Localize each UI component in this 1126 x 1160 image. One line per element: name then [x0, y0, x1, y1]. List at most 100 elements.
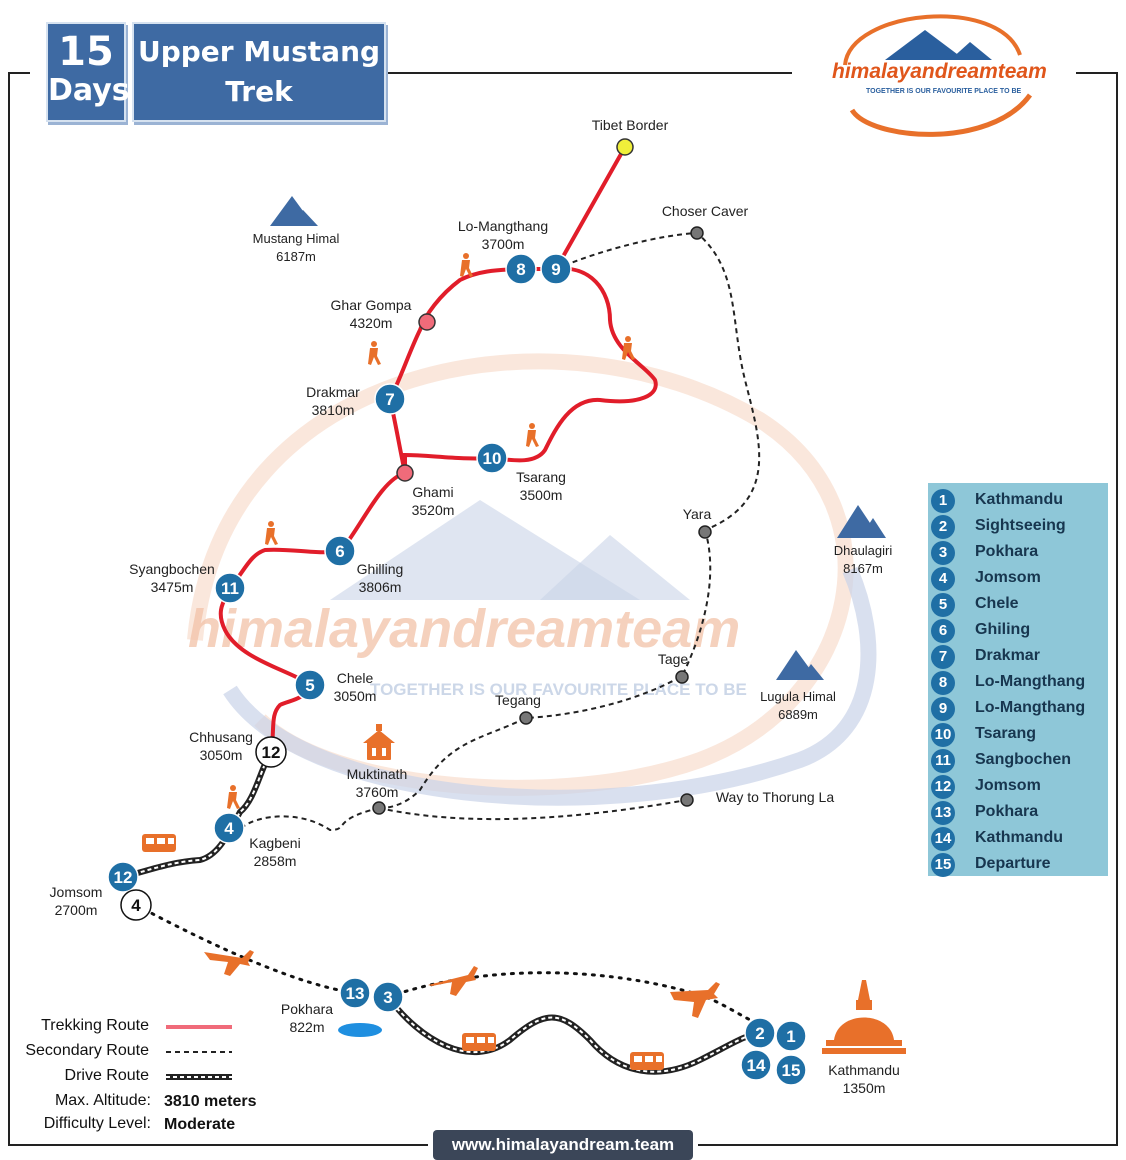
label-tibet-border: Tibet Border — [591, 117, 669, 133]
key-trekking: Trekking Route — [41, 1017, 149, 1034]
day-marker-label: 9 — [551, 260, 560, 279]
lake — [338, 1023, 382, 1037]
day-marker-label: 13 — [346, 984, 365, 1003]
day-marker-label: 3 — [383, 988, 392, 1007]
ghami-dot — [396, 464, 414, 482]
hiker-icon — [265, 521, 278, 545]
mountain-icon — [776, 650, 824, 680]
bus-icon — [462, 1033, 496, 1051]
day-marker: 14 — [740, 1049, 772, 1081]
label-thorung: Way to Thorung La — [715, 789, 835, 805]
hiker-icon — [368, 341, 381, 365]
label-tegang: Tegang — [495, 692, 541, 708]
choser-dot — [690, 226, 704, 240]
bus-icon — [630, 1052, 664, 1070]
hiker-icon — [622, 336, 635, 360]
day-marker-label: 1 — [786, 1027, 795, 1046]
watermark-name: himalayandreamteam — [188, 599, 741, 659]
day-marker-label: 12 — [262, 743, 281, 762]
label-yara: Yara — [682, 506, 712, 522]
ghar-gompa-dot — [418, 313, 436, 331]
day-marker-label: 6 — [335, 542, 344, 561]
key-altitude-value: 3810 meters — [164, 1093, 257, 1110]
secondary-route — [555, 231, 761, 531]
key-drive: Drive Route — [64, 1067, 149, 1084]
day-marker: 15 — [775, 1054, 807, 1086]
bus-icon — [142, 834, 176, 852]
day-marker: 13 — [339, 977, 371, 1009]
thorung-dot — [680, 793, 694, 807]
flight-route — [386, 971, 792, 1038]
day-marker-label: 4 — [131, 896, 141, 915]
day-marker: 4 — [120, 889, 152, 921]
trek-title-line2: Trek — [225, 75, 293, 108]
muktinath-dot — [372, 801, 386, 815]
yara-dot — [698, 525, 712, 539]
day-marker: 4 — [213, 812, 245, 844]
trek-title-line1: Upper Mustang — [137, 35, 381, 68]
days-unit: Days — [48, 73, 130, 108]
secondary-route — [378, 799, 688, 821]
watermark-tagline: TOGETHER IS OUR FAVOURITE PLACE TO BE — [370, 680, 747, 699]
day-marker: 12 — [255, 736, 287, 768]
website-link[interactable]: www.himalayandream.team — [433, 1130, 693, 1160]
day-marker-label: 4 — [224, 819, 234, 838]
mountain-icon — [270, 196, 318, 226]
key-secondary: Secondary Route — [25, 1042, 149, 1059]
day-marker: 3 — [372, 981, 404, 1013]
day-marker-label: 8 — [516, 260, 525, 279]
day-marker: 8 — [505, 253, 537, 285]
day-marker: 12 — [107, 861, 139, 893]
plane-icon — [204, 950, 254, 976]
hiker-icon — [227, 785, 240, 809]
plane-icon — [428, 966, 478, 996]
day-marker: 5 — [294, 669, 326, 701]
flight-route — [134, 903, 357, 995]
label-tage: Tage — [657, 651, 689, 667]
day-marker-label: 2 — [755, 1024, 764, 1043]
day-marker-label: 14 — [747, 1056, 766, 1075]
day-marker: 1 — [775, 1020, 807, 1052]
frame-gap — [792, 66, 1076, 80]
key-altitude-label: Max. Altitude: — [54, 1092, 151, 1109]
day-marker-label: 15 — [782, 1061, 801, 1080]
plane-icon — [670, 982, 720, 1018]
hiker-icon — [460, 253, 473, 277]
day-marker-label: 10 — [483, 449, 502, 468]
trek-title: Upper Mustang Trek — [132, 22, 386, 122]
day-marker: 6 — [324, 535, 356, 567]
day-marker-label: 11 — [221, 579, 239, 598]
days-number: 15 — [58, 29, 114, 75]
label-choser-caver: Choser Caver — [661, 203, 749, 219]
secondary-route — [378, 529, 712, 810]
tage-dot — [675, 670, 689, 684]
day-marker-label: 5 — [305, 676, 314, 695]
